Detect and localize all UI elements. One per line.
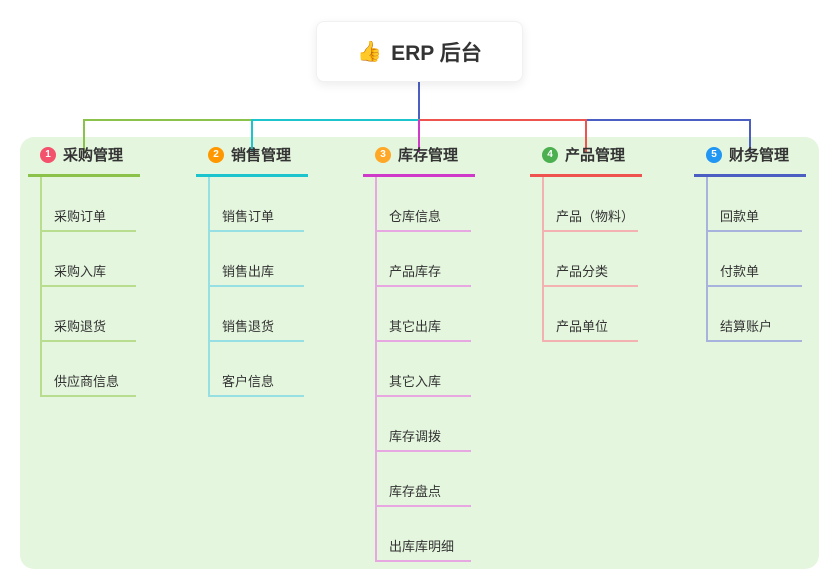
- root-node-erp[interactable]: 👍 ERP 后台: [316, 21, 523, 82]
- branch-title-inventory[interactable]: 3 库存管理: [363, 144, 475, 177]
- child-node-label: 客户信息: [222, 374, 275, 389]
- branch-title-label: 采购管理: [63, 147, 124, 164]
- child-node-label: 库存盘点: [389, 484, 442, 499]
- child-node[interactable]: 采购订单: [40, 177, 136, 232]
- child-node-label: 仓库信息: [389, 209, 442, 224]
- child-node[interactable]: 付款单: [706, 232, 802, 287]
- child-node[interactable]: 产品（物料）: [542, 177, 638, 232]
- child-node[interactable]: 产品分类: [542, 232, 638, 287]
- child-node-label: 其它出库: [389, 319, 442, 334]
- child-node-label: 销售退货: [222, 319, 275, 334]
- branch-rail: [375, 177, 377, 562]
- child-node[interactable]: 库存调拨: [375, 397, 471, 452]
- branch-children: 采购订单 采购入库 采购退货 供应商信息: [28, 177, 140, 397]
- branch-children: 销售订单 销售出库 销售退货 客户信息: [196, 177, 308, 397]
- branch-number-badge: 4: [542, 146, 558, 163]
- child-node[interactable]: 供应商信息: [40, 342, 136, 397]
- branch-title-product[interactable]: 4 产品管理: [530, 144, 642, 177]
- child-node[interactable]: 回款单: [706, 177, 802, 232]
- child-node-label: 其它入库: [389, 374, 442, 389]
- root-node-label: ERP 后台: [391, 41, 482, 65]
- child-node-label: 产品分类: [556, 264, 609, 279]
- child-node-label: 销售出库: [222, 264, 275, 279]
- thumbs-up-icon: 👍: [357, 41, 383, 63]
- branch-title-purchase[interactable]: 1 采购管理: [28, 144, 140, 177]
- child-node[interactable]: 库存盘点: [375, 452, 471, 507]
- branch-rail: [208, 177, 210, 397]
- child-node-label: 采购入库: [54, 264, 107, 279]
- branch-product: 4 产品管理 产品（物料） 产品分类 产品单位: [530, 144, 642, 342]
- branch-rail: [706, 177, 708, 342]
- branch-title-label: 产品管理: [565, 147, 626, 164]
- child-node-label: 产品（物料）: [556, 209, 635, 224]
- child-node-label: 库存调拨: [389, 429, 442, 444]
- branch-title-label: 库存管理: [398, 147, 459, 164]
- child-node[interactable]: 采购入库: [40, 232, 136, 287]
- child-node[interactable]: 产品单位: [542, 287, 638, 342]
- branch-number-badge: 2: [208, 146, 224, 163]
- child-node-label: 采购退货: [54, 319, 107, 334]
- child-node-label: 采购订单: [54, 209, 107, 224]
- child-node-label: 销售订单: [222, 209, 275, 224]
- branch-number-badge: 3: [375, 146, 391, 163]
- child-node-label: 产品单位: [556, 319, 609, 334]
- branch-title-label: 财务管理: [729, 147, 790, 164]
- branches-panel: [20, 137, 819, 569]
- child-node[interactable]: 采购退货: [40, 287, 136, 342]
- branch-number-badge: 5: [706, 146, 722, 163]
- child-node-label: 结算账户: [720, 319, 773, 334]
- child-node[interactable]: 其它入库: [375, 342, 471, 397]
- branch-inventory: 3 库存管理 仓库信息 产品库存 其它出库 其它入库 库存调拨 库存盘点 出库库…: [363, 144, 475, 562]
- child-node[interactable]: 结算账户: [706, 287, 802, 342]
- branch-rail: [542, 177, 544, 342]
- child-node[interactable]: 其它出库: [375, 287, 471, 342]
- child-node-label: 回款单: [720, 209, 760, 224]
- child-node-label: 产品库存: [389, 264, 442, 279]
- branch-rail: [40, 177, 42, 397]
- branch-children: 产品（物料） 产品分类 产品单位: [530, 177, 642, 342]
- child-node[interactable]: 销售订单: [208, 177, 304, 232]
- branch-title-label: 销售管理: [231, 147, 292, 164]
- branch-title-finance[interactable]: 5 财务管理: [694, 144, 806, 177]
- child-node[interactable]: 销售出库: [208, 232, 304, 287]
- child-node[interactable]: 销售退货: [208, 287, 304, 342]
- branch-number-badge: 1: [40, 146, 56, 163]
- branch-sales: 2 销售管理 销售订单 销售出库 销售退货 客户信息: [196, 144, 308, 397]
- child-node[interactable]: 产品库存: [375, 232, 471, 287]
- branch-children: 仓库信息 产品库存 其它出库 其它入库 库存调拨 库存盘点 出库库明细: [363, 177, 475, 562]
- child-node[interactable]: 仓库信息: [375, 177, 471, 232]
- branch-children: 回款单 付款单 结算账户: [694, 177, 806, 342]
- branch-purchase: 1 采购管理 采购订单 采购入库 采购退货 供应商信息: [28, 144, 140, 397]
- branch-finance: 5 财务管理 回款单 付款单 结算账户: [694, 144, 806, 342]
- child-node-label: 付款单: [720, 264, 760, 279]
- child-node-label: 出库库明细: [389, 539, 455, 554]
- child-node-label: 供应商信息: [54, 374, 120, 389]
- child-node[interactable]: 客户信息: [208, 342, 304, 397]
- child-node[interactable]: 出库库明细: [375, 507, 471, 562]
- branch-title-sales[interactable]: 2 销售管理: [196, 144, 308, 177]
